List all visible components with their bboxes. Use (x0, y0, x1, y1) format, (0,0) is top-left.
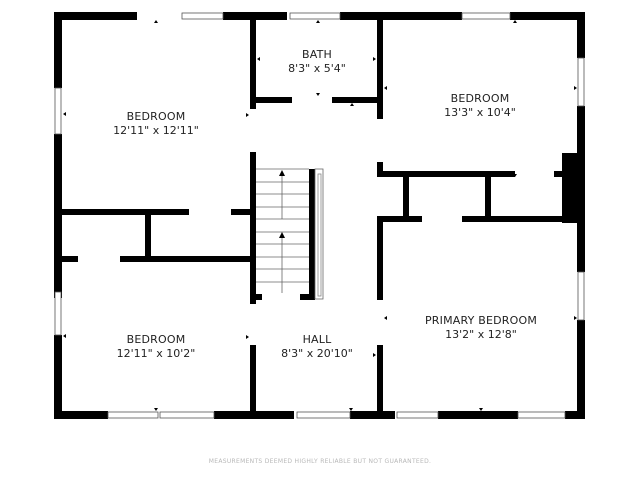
room-name: PRIMARY BEDROOM (424, 314, 538, 327)
windows (54, 12, 585, 419)
measurement-disclaimer: MEASUREMENTS DEEMED HIGHLY RELIABLE BUT … (208, 458, 432, 465)
room-label-hall: HALL 8'3" x 20'10" (281, 333, 353, 361)
room-dimensions: 13'2" x 12'8" (445, 328, 517, 341)
room-label-primary-bedroom: PRIMARY BEDROOM 13'2" x 12'8" (425, 314, 537, 342)
interior-walls (54, 12, 577, 415)
room-dimensions: 12'11" x 10'2" (116, 347, 196, 360)
staircase (256, 168, 324, 300)
room-dimensions: 8'3" x 5'4" (288, 62, 346, 75)
stair-arrows (279, 170, 285, 238)
room-dimensions: 8'3" x 20'10" (281, 347, 353, 360)
room-name: BEDROOM (126, 333, 186, 346)
room-dimensions: 12'11" x 12'11" (113, 124, 199, 137)
room-label-bedroom-sw: BEDROOM 12'11" x 10'2" (117, 333, 196, 361)
exterior-walls (54, 12, 585, 419)
room-label-bath: BATH 8'3" x 5'4" (288, 48, 346, 76)
room-name: BATH (301, 48, 333, 61)
room-label-bedroom-ne: BEDROOM 13'3" x 10'4" (444, 92, 516, 120)
room-name: BEDROOM (450, 92, 510, 105)
room-label-bedroom-nw: BEDROOM 12'11" x 12'11" (113, 110, 199, 138)
door-markers (63, 20, 577, 411)
room-name: HALL (302, 333, 332, 346)
room-dimensions: 13'3" x 10'4" (444, 106, 516, 119)
room-name: BEDROOM (126, 110, 186, 123)
